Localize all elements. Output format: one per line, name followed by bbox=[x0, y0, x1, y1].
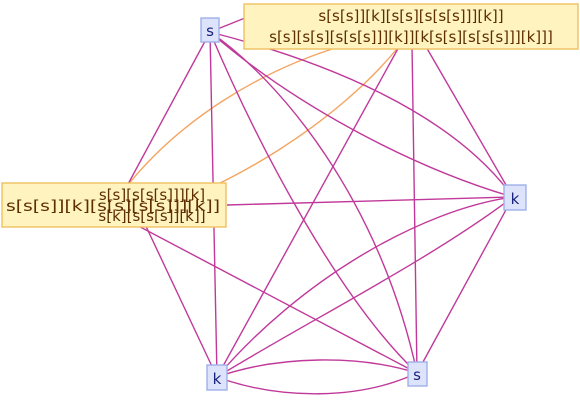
edge-label-left-line1: s[s][s[s[s]]][k] bbox=[99, 186, 205, 204]
edge bbox=[209, 31, 418, 374]
node-left-text: s[s[s]][k][s[s][s[s]]][k]] bbox=[6, 197, 220, 215]
edge-label-top: s[s[s]][k][s[s][s[s[s]]][k]] s[s][s[s][s… bbox=[243, 3, 579, 50]
edges bbox=[126, 17, 514, 395]
edge-label-left-line2: s[k][s[s[s]][k]] bbox=[98, 207, 205, 225]
edge bbox=[411, 44, 418, 374]
node-right-k-label: k bbox=[511, 190, 520, 208]
edge-label-top-line1: s[s[s]][k][s[s][s[s[s]]][k]] bbox=[318, 7, 503, 25]
edge-label-left: s[s][s[s[s]]][k] s[k][s[s[s]][k]] bbox=[98, 186, 205, 225]
edge bbox=[216, 359, 418, 378]
edge bbox=[216, 372, 418, 395]
node-right-k[interactable]: k bbox=[503, 184, 527, 211]
node-bottom-right-s[interactable]: s bbox=[407, 361, 428, 387]
node-label-left: s[s[s]][k][s[s][s[s]]][k]] bbox=[1, 182, 227, 228]
node-top-s[interactable]: s bbox=[200, 17, 220, 43]
edge bbox=[216, 44, 401, 378]
edge bbox=[216, 196, 514, 378]
node-top-s-label: s bbox=[206, 22, 214, 40]
node-bottom-left-k[interactable]: k bbox=[206, 364, 228, 391]
edge-label-top-line2: s[s][s[s][s[s[s]]][k]][k[s[s][s[s[s]]][k… bbox=[269, 28, 553, 46]
edge bbox=[126, 219, 418, 374]
edge bbox=[416, 196, 514, 374]
edge bbox=[424, 44, 514, 198]
edge bbox=[126, 31, 211, 187]
edge bbox=[209, 31, 514, 198]
edge bbox=[226, 196, 514, 206]
edge bbox=[216, 196, 514, 378]
node-bottom-left-k-label: k bbox=[213, 370, 222, 388]
node-bottom-right-s-label: s bbox=[413, 366, 421, 384]
edge-highlight bbox=[126, 44, 346, 187]
